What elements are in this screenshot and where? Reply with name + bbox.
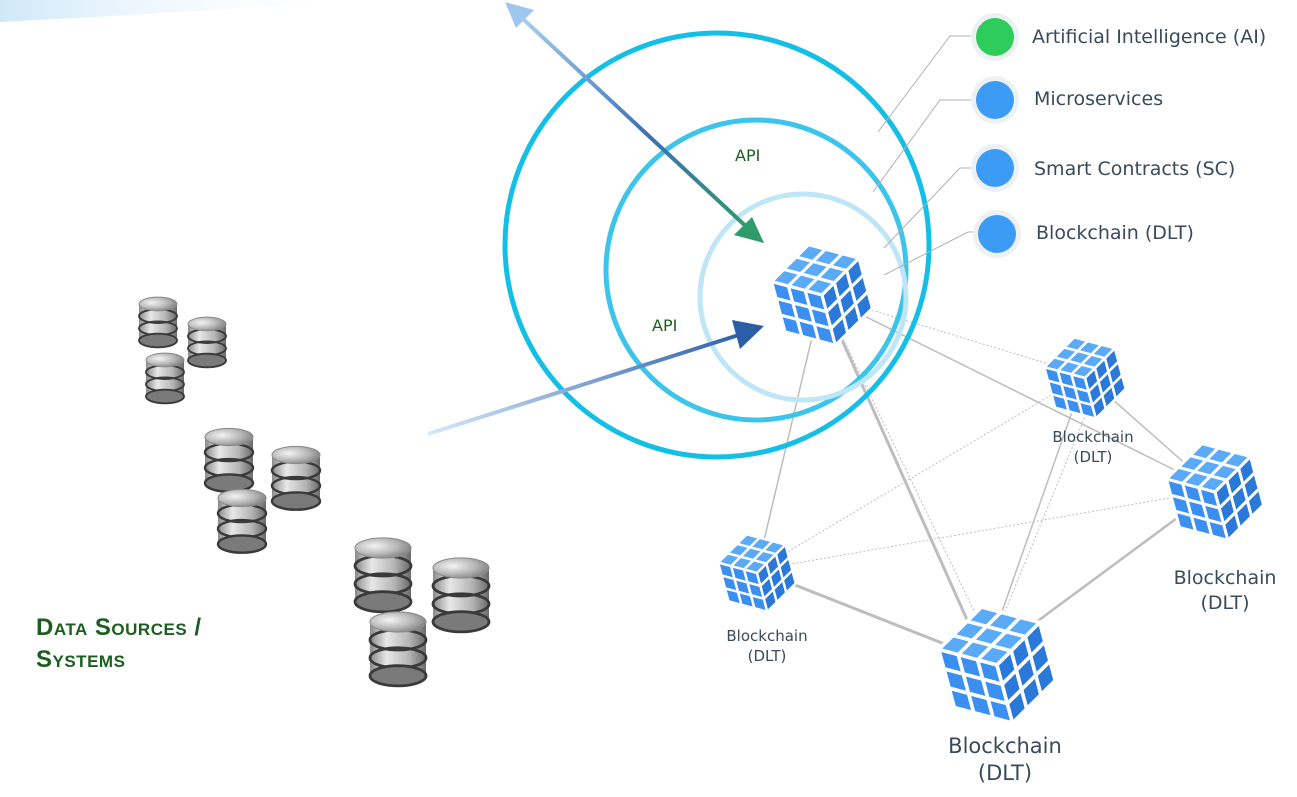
cube-upper-right-icon [1043, 336, 1127, 420]
data-sources-line1: Data Sources / [36, 614, 202, 641]
database-icon [216, 488, 268, 554]
link [984, 379, 1101, 661]
database-icon [145, 352, 185, 405]
node-label-line2: (DLT) [1200, 591, 1250, 614]
node-label-line2: (DLT) [977, 761, 1033, 786]
node-label-bottom: Blockchain (DLT) [930, 733, 1080, 788]
api-arrows [427, 2, 764, 436]
database-icon [431, 557, 491, 634]
arrowhead-up-icon [505, 2, 534, 28]
node-label-line2: (DLT) [747, 646, 787, 665]
legend-label-microservices: Microservices [1034, 88, 1164, 110]
link [820, 294, 987, 661]
ring-ai [502, 30, 932, 460]
node-label-line1: Blockchain [1052, 428, 1134, 446]
node-label-left: Blockchain (DLT) [712, 627, 822, 666]
database-icon [187, 316, 227, 369]
arrowhead-right-icon [732, 320, 764, 349]
node-label-right: Blockchain (DLT) [1160, 566, 1290, 615]
link [756, 374, 1086, 571]
database-icon [270, 445, 322, 511]
api-label-top: API [735, 146, 761, 165]
cube-left-icon [717, 533, 797, 613]
node-label-line1: Blockchain [948, 734, 1062, 758]
layer-rings [502, 30, 932, 460]
node-label-line1: Blockchain [726, 627, 808, 645]
api-label-bottom: API [652, 316, 678, 335]
cube-right-icon [1165, 442, 1265, 542]
node-label-line2: (DLT) [1073, 447, 1113, 466]
blockchain-cubes [717, 243, 1265, 725]
ring-microservices [603, 117, 909, 423]
link [756, 489, 1216, 571]
database-icon [203, 427, 255, 493]
data-sources-line2: Systems [36, 646, 126, 674]
central-cube-icon [770, 243, 874, 347]
legend-label-ai: Artificial Intelligence (AI) [1032, 26, 1267, 48]
ring-smart-contracts [697, 191, 909, 403]
cube-bottom-icon [937, 605, 1057, 725]
link [821, 294, 1216, 491]
node-label-upper-right: Blockchain (DLT) [1038, 428, 1148, 467]
data-sources-title: Data Sources / Systems [36, 612, 202, 677]
ai-arrow-shaft [520, 16, 754, 234]
node-label-line1: Blockchain [1173, 567, 1277, 589]
legend-label-smart-contracts: Smart Contracts (SC) [1034, 158, 1236, 180]
link [821, 294, 1001, 666]
link [756, 294, 823, 571]
legend-label-blockchain: Blockchain (DLT) [1036, 222, 1194, 244]
legend-dots [971, 13, 1021, 258]
top-glow-decoration [0, 0, 360, 22]
data-arrow-shaft [427, 331, 746, 436]
arrowhead-down-icon [734, 217, 764, 243]
database-icons [138, 296, 491, 688]
database-icon [138, 296, 178, 349]
database-icon [353, 537, 413, 614]
database-icon [368, 611, 428, 688]
